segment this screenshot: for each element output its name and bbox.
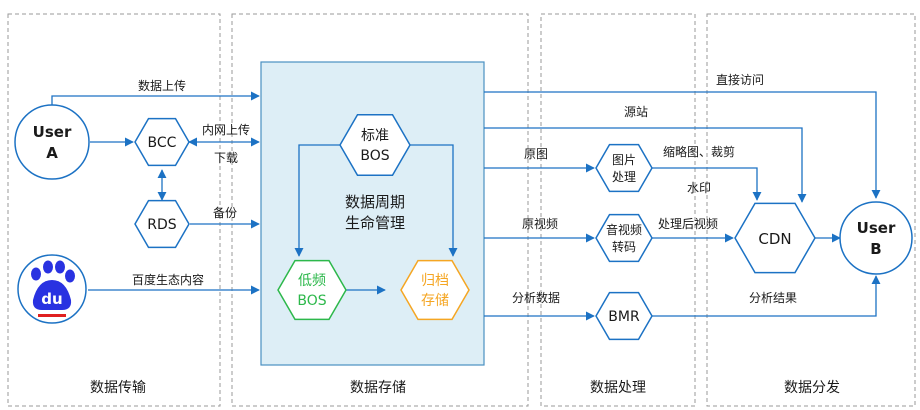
baidu-logo-text: du	[41, 290, 62, 308]
label-original-image: 原图	[524, 147, 548, 161]
baidu-logo: du	[17, 254, 87, 324]
user-a-line1: User	[33, 123, 72, 141]
label-download: 下载	[214, 151, 238, 165]
user-a-line2: A	[46, 144, 58, 162]
label-direct-access: 直接访问	[716, 72, 764, 87]
video-trans-line1: 音视频	[606, 222, 642, 237]
edge-image-cdn	[652, 167, 762, 201]
edge-direct-access	[484, 91, 881, 199]
video-transcode-node[interactable]: 音视频 转码	[595, 213, 653, 263]
section-label-storage: 数据存储	[350, 380, 406, 396]
section-label-transfer: 数据传输	[90, 380, 146, 396]
edge-origin	[484, 127, 807, 203]
edge-analysis-result	[652, 275, 881, 317]
section-processing-frame	[540, 13, 696, 407]
section-transfer-frame	[7, 13, 221, 407]
standard-bos-node[interactable]: 标准 BOS	[339, 113, 411, 177]
lifecycle-line1: 数据周期	[345, 193, 405, 211]
label-watermark: 水印	[687, 181, 711, 195]
label-analysis-data: 分析数据	[512, 290, 560, 305]
rds-label: RDS	[147, 217, 177, 233]
edge-std-low	[294, 144, 340, 257]
cdn-label: CDN	[758, 230, 791, 248]
edge-std-archive	[410, 144, 458, 257]
lifecycle-line2: 生命管理	[345, 214, 405, 232]
label-intranet-upload: 内网上传	[202, 122, 250, 137]
label-upload: 数据上传	[138, 78, 186, 93]
bmr-label: BMR	[608, 309, 640, 325]
label-original-video: 原视频	[522, 216, 558, 231]
label-thumb-crop: 缩略图、裁剪	[663, 144, 735, 159]
section-label-distribution: 数据分发	[784, 380, 840, 396]
standard-bos-line2: BOS	[360, 148, 389, 164]
label-processed-video: 处理后视频	[658, 216, 718, 231]
user-b-line1: User	[857, 219, 896, 237]
user-a-node[interactable]: User A	[14, 104, 90, 180]
low-frequency-bos-node[interactable]: 低频 BOS	[277, 259, 347, 321]
archive-line2: 存储	[421, 293, 449, 309]
cdn-node[interactable]: CDN	[734, 202, 816, 274]
user-b-line2: B	[870, 240, 881, 258]
section-storage-frame	[231, 13, 529, 407]
image-proc-line1: 图片	[612, 153, 636, 167]
image-processing-node[interactable]: 图片 处理	[595, 143, 653, 193]
low-bos-line1: 低频	[298, 273, 326, 289]
section-distribution-frame	[706, 13, 916, 407]
video-trans-line2: 转码	[612, 239, 636, 254]
user-b-node[interactable]: User B	[839, 201, 913, 275]
low-bos-line2: BOS	[297, 293, 326, 309]
bcc-label: BCC	[148, 135, 177, 151]
image-proc-line2: 处理	[612, 170, 636, 184]
label-backup: 备份	[213, 206, 237, 220]
edge-upload	[51, 91, 260, 113]
label-analysis-result: 分析结果	[749, 291, 797, 305]
bmr-node[interactable]: BMR	[595, 291, 653, 341]
bcc-node[interactable]: BCC	[134, 117, 190, 167]
label-baidu-content: 百度生态内容	[132, 272, 204, 287]
section-label-processing: 数据处理	[590, 380, 646, 396]
label-origin: 源站	[624, 105, 648, 119]
standard-bos-line1: 标准	[361, 128, 389, 144]
archive-line1: 归档	[421, 272, 449, 289]
archive-storage-node[interactable]: 归档 存储	[400, 259, 470, 321]
rds-node[interactable]: RDS	[134, 199, 190, 249]
